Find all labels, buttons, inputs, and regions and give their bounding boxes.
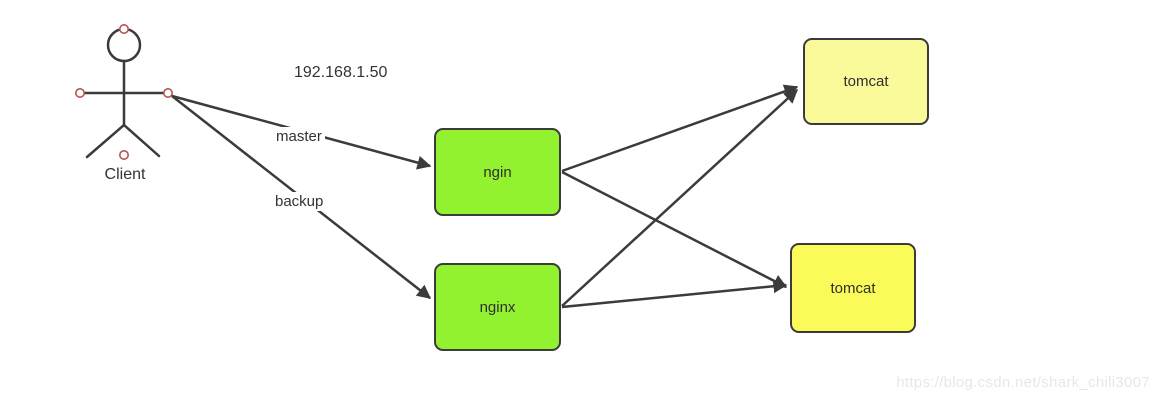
edge-nginx-to-tomcat-top bbox=[561, 89, 799, 307]
node-nginx: nginx bbox=[434, 263, 561, 351]
node-nginx-label: nginx bbox=[479, 298, 516, 316]
node-ngin-label: ngin bbox=[483, 163, 512, 181]
edge-label-master: master bbox=[273, 127, 325, 146]
connector-dots bbox=[75, 23, 174, 161]
dot-head bbox=[119, 23, 130, 34]
edge-label-backup: backup bbox=[272, 192, 327, 211]
client-actor-label: Client bbox=[104, 166, 146, 183]
edge-nginx-to-tomcat-bottom bbox=[561, 279, 788, 309]
node-tomcat-top: tomcat bbox=[803, 38, 929, 125]
node-tomcat-top-label: tomcat bbox=[843, 73, 889, 90]
watermark-url: https://blog.csdn.net/shark_chili3007 bbox=[896, 374, 1150, 391]
node-tomcat-bottom: tomcat bbox=[790, 243, 916, 333]
node-tomcat-bottom-label: tomcat bbox=[830, 279, 876, 297]
node-ngin: ngin bbox=[434, 128, 561, 216]
dot-right-hand bbox=[163, 88, 174, 99]
edge-ngin-to-tomcat-top bbox=[561, 84, 799, 173]
actor-left-leg bbox=[85, 123, 126, 159]
client-actor-figure bbox=[78, 27, 170, 159]
actor-right-leg bbox=[122, 123, 161, 158]
ip-address-label: 192.168.1.50 bbox=[294, 64, 388, 81]
dot-left-hand bbox=[75, 88, 86, 99]
dot-legs bbox=[119, 150, 130, 161]
edge-ngin-to-tomcat-bottom bbox=[561, 170, 788, 289]
